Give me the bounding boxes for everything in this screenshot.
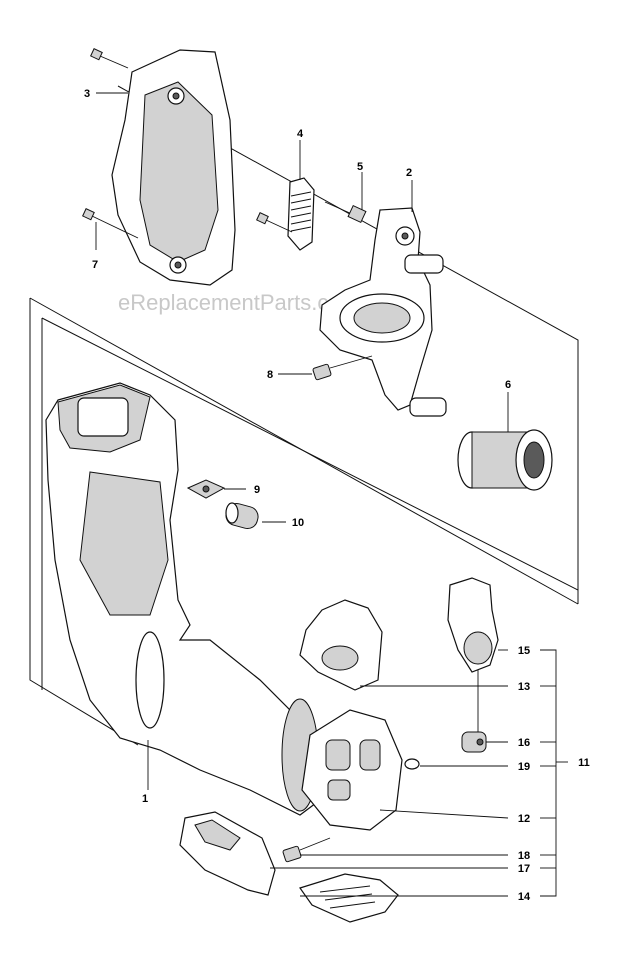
callout-8: 8 [267, 369, 273, 381]
assembly-frame-lower [117, 85, 579, 590]
callout-18: 18 [518, 850, 530, 862]
callout-5: 5 [357, 161, 363, 173]
callout-10: 10 [292, 517, 304, 529]
part-1-handle-body [45, 382, 331, 816]
callout-15: 15 [518, 645, 530, 657]
part-17-cover [179, 811, 276, 896]
part-14-trigger-plate [299, 873, 399, 923]
part-5-bolt [324, 201, 367, 224]
callout-14: 14 [518, 891, 531, 903]
callout-7: 7 [92, 259, 98, 271]
callout-13: 13 [518, 681, 530, 693]
callout-19: 19 [518, 761, 530, 773]
part-3-clamp-cover [111, 49, 236, 286]
part-12-clamp [301, 709, 403, 831]
callout-2: 2 [406, 167, 412, 179]
part-15-trigger [447, 577, 499, 673]
callout-12: 12 [518, 813, 530, 825]
part-18-screw [282, 837, 331, 863]
callout-labels: 1 2 3 4 5 6 7 8 9 10 11 12 13 14 15 16 1… [84, 88, 590, 903]
watermark: eReplacementParts.com [118, 290, 359, 315]
callout-4: 4 [297, 128, 304, 140]
part-6-grip-sleeve [457, 429, 553, 491]
part-19-washer [404, 758, 420, 770]
callout-17: 17 [518, 863, 530, 875]
part-screw-spring [256, 212, 293, 233]
callout-1: 1 [142, 793, 148, 805]
callout-16: 16 [518, 737, 530, 749]
callout-9: 9 [254, 484, 260, 496]
callout-3: 3 [84, 88, 90, 100]
part-2-handle-bracket [319, 207, 447, 417]
part-13-hanger [299, 599, 383, 691]
part-8-screw [312, 355, 373, 381]
part-16-cylinder [461, 731, 487, 753]
part-screw-3 [90, 48, 129, 69]
callout-6: 6 [505, 379, 511, 391]
part-9-nut [186, 479, 226, 499]
part-10-sleeve [225, 502, 259, 530]
callout-11: 11 [578, 757, 590, 769]
leader-lines [95, 92, 568, 897]
part-4-spring [287, 177, 315, 251]
part-7-screw [82, 208, 139, 239]
